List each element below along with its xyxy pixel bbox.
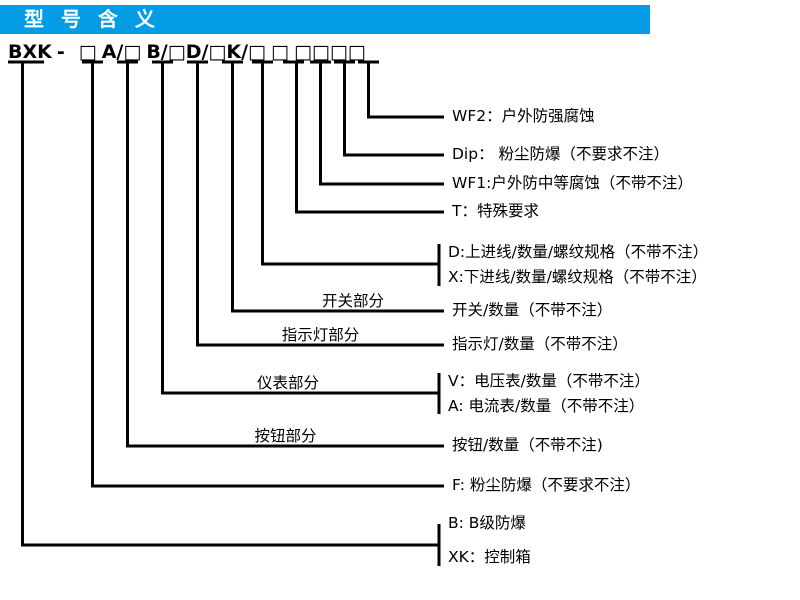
label-xk: XK：控制箱 xyxy=(448,548,531,566)
label-wf1: WF1:户外防中等腐蚀（不带不注） xyxy=(452,174,693,192)
code-seg-3: B/ xyxy=(146,41,168,63)
label-switch: 开关/数量（不带不注） xyxy=(452,301,613,319)
label-meter-part: 仪表部分 xyxy=(256,374,319,392)
model-code-string: BXK-□A/□B/□D/□K/□□□□□□ xyxy=(8,41,366,63)
code-prefix: BXK xyxy=(8,41,52,63)
label-indicator-part: 指示灯部分 xyxy=(281,326,360,344)
page-title: 型 号 含 义 xyxy=(24,7,160,31)
label-button: 按钮/数量（不带不注) xyxy=(452,436,603,454)
label-dip: Dip： 粉尘防爆（不要求不注） xyxy=(452,145,670,163)
label-wf2: WF2：户外防强腐蚀 xyxy=(452,107,595,125)
code-seg-2: □ xyxy=(123,41,142,63)
code-seg-1: A/ xyxy=(101,41,124,63)
code-seg-4: □ xyxy=(167,41,186,63)
label-indicator: 指示灯/数量（不带不注） xyxy=(452,335,628,353)
header-bar xyxy=(0,5,650,34)
label-switch-part: 开关部分 xyxy=(321,292,384,310)
code-seg-5: D/ xyxy=(185,41,209,63)
label-d-inlet: D:上进线/数量/螺纹规格（不带不注） xyxy=(448,243,709,261)
code-seg-9: □ xyxy=(270,41,289,63)
label-blevel: B: B级防爆 xyxy=(448,514,526,532)
code-seg-8: □ xyxy=(248,41,266,63)
label-dust: F: 粉尘防爆（不要求不注） xyxy=(452,476,641,494)
code-seg-13: □ xyxy=(347,41,366,63)
code-seg-10: □ xyxy=(293,41,312,63)
code-seg-6: □ xyxy=(208,41,227,63)
label-t: T：特殊要求 xyxy=(452,202,539,220)
label-x-inlet: X:下进线/数量/螺纹规格（不带不注） xyxy=(448,268,707,286)
label-ammeter: A: 电流表/数量（不带不注） xyxy=(448,397,645,415)
code-seg-0: □ xyxy=(78,41,97,63)
code-seg-11: □ xyxy=(311,41,330,63)
label-voltmeter: V：电压表/数量（不带不注） xyxy=(448,372,650,390)
label-button-part: 按钮部分 xyxy=(254,427,317,445)
code-dash: - xyxy=(56,41,65,63)
code-seg-7: K/ xyxy=(226,41,249,63)
code-seg-12: □ xyxy=(329,41,348,63)
